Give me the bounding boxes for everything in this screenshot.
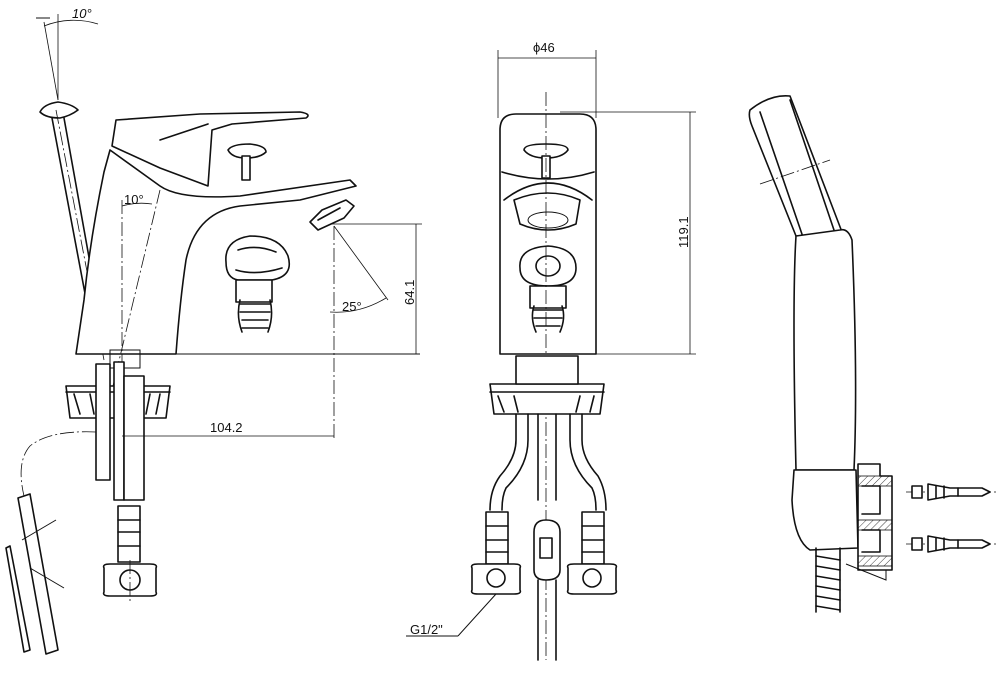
shanks-side	[95, 361, 145, 563]
spout-angle-dimension: 25°	[329, 225, 389, 440]
height-small-label: 64.1	[402, 280, 417, 305]
reach-dimension: 104.2	[122, 420, 334, 437]
wall-anchor-top	[906, 483, 996, 501]
pop-up-link	[5, 431, 97, 655]
top-angle-dimension: 10°	[36, 6, 99, 101]
shower-handle	[793, 228, 857, 471]
wall-anchor-bottom	[906, 535, 996, 553]
side-view: 10°	[5, 6, 422, 655]
thread-callout: G1/2"	[406, 593, 497, 637]
hand-shower-view	[748, 94, 996, 613]
top-angle-label: 10°	[72, 6, 92, 21]
height-total-dimension: 119.1	[560, 111, 696, 355]
diameter-label: ϕ46	[533, 40, 555, 55]
faucet-body-side	[75, 111, 357, 355]
diameter-dimension: ϕ46	[497, 40, 597, 118]
mid-angle-label: 10°	[124, 192, 144, 207]
spout-angle-label: 25°	[342, 299, 362, 314]
front-view: ϕ46 119.1	[406, 40, 696, 661]
bottom-nut-side	[102, 560, 158, 604]
height-small-dimension: 64.1	[330, 223, 422, 354]
faucet-body-front	[499, 113, 597, 355]
height-total-label: 119.1	[676, 216, 691, 248]
reach-label: 104.2	[210, 420, 243, 435]
thread-label: G1/2"	[410, 622, 443, 637]
